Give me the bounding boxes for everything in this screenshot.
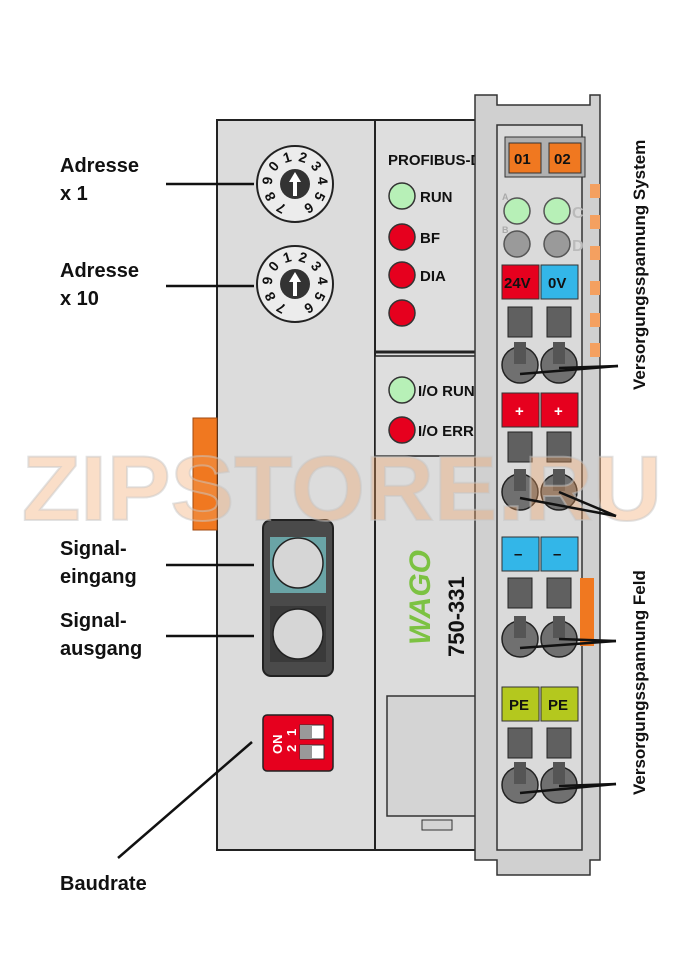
leader-feld-2 xyxy=(558,490,617,518)
dip-num-1: 1 xyxy=(284,729,299,736)
led-run xyxy=(388,182,416,210)
watermark: ZIPSTORE.RU xyxy=(22,438,662,540)
led-bf-label: BF xyxy=(420,230,440,247)
led-io-err-label: I/O ERR xyxy=(418,423,474,440)
leader-baudrate xyxy=(117,741,253,859)
terminal-pe-1-label: PE xyxy=(509,697,529,714)
led-io-run-label: I/O RUN xyxy=(418,383,475,400)
terminal-plus-2-label: + xyxy=(554,403,563,420)
label-versorgung-feld: Versorgungsspannung Feld xyxy=(630,570,649,795)
terminal-24v-label: 24V xyxy=(504,275,531,292)
label-signal-eingang-line2: eingang xyxy=(60,566,137,588)
terminal-minus-1-label: – xyxy=(514,546,522,563)
signal-output-port[interactable] xyxy=(272,608,324,660)
label-adresse-x10-line2: x 10 xyxy=(60,288,99,310)
dip-on-label: ON xyxy=(270,735,285,755)
terminal-pe-2[interactable] xyxy=(540,686,579,722)
leader-feld-3 xyxy=(519,639,617,650)
led-io-run xyxy=(388,376,416,404)
terminal-24v[interactable] xyxy=(501,264,540,300)
label-versorgung-system: Versorgungsspannung System xyxy=(630,140,649,390)
label-signal-eingang-line1: Signal- xyxy=(60,538,127,560)
led-run-label: RUN xyxy=(420,189,453,206)
label-slot xyxy=(386,695,484,817)
bottom-notch xyxy=(421,819,453,831)
leader-feld-4 xyxy=(558,637,617,643)
label-signal-ausgang-line2: ausgang xyxy=(60,638,142,660)
rotary-x1-digit: 4 xyxy=(314,176,331,186)
rotary-x10-digit: 9 xyxy=(259,276,276,286)
led-unlabeled xyxy=(388,299,416,327)
terminal-plus-1-label: + xyxy=(515,403,524,420)
terminal-01[interactable] xyxy=(508,142,542,174)
terminal-plus-2[interactable] xyxy=(540,392,579,428)
terminal-pe-1[interactable] xyxy=(501,686,540,722)
led-io-err xyxy=(388,416,416,444)
terminal-pe-2-label: PE xyxy=(548,697,568,714)
led-d xyxy=(543,230,571,258)
terminal-minus-1[interactable] xyxy=(501,536,540,572)
side-letter-a: A xyxy=(502,192,509,202)
label-adresse-x10-line1: Adresse xyxy=(60,260,139,282)
part-number: 750-331 xyxy=(444,576,469,657)
dip-num-2: 2 xyxy=(284,745,299,752)
side-letter-b: B xyxy=(502,225,509,235)
orange-latch xyxy=(192,417,218,531)
terminal-01-label: 01 xyxy=(514,151,531,168)
rotary-switch-x10[interactable] xyxy=(256,245,334,323)
module-header: PROFIBUS-DP xyxy=(388,152,491,169)
terminal-minus-2-label: – xyxy=(553,546,561,563)
leader-system-2 xyxy=(558,364,619,370)
terminal-02-label: 02 xyxy=(554,151,571,168)
led-dia xyxy=(388,261,416,289)
label-baudrate: Baudrate xyxy=(60,873,147,895)
side-letter-c: C xyxy=(572,205,584,222)
terminal-0v[interactable] xyxy=(540,264,579,300)
label-adresse-x1-line2: x 1 xyxy=(60,183,88,205)
leader-pe-2 xyxy=(558,782,617,788)
label-signal-ausgang-line1: Signal- xyxy=(60,610,127,632)
terminal-02[interactable] xyxy=(548,142,582,174)
side-letter-d: D xyxy=(572,238,584,255)
terminal-plus-1[interactable] xyxy=(501,392,540,428)
led-bf xyxy=(388,223,416,251)
led-b xyxy=(503,230,531,258)
wago-logo: WAGO xyxy=(404,550,437,645)
terminal-minus-2[interactable] xyxy=(540,536,579,572)
leader-feld-1 xyxy=(519,496,617,518)
rotary-x10-digit: 4 xyxy=(314,276,331,286)
signal-input-port[interactable] xyxy=(272,537,324,589)
rotary-x1-digit: 9 xyxy=(259,176,276,186)
clamp-pair-plus[interactable] xyxy=(501,469,578,511)
label-adresse-x1-line1: Adresse xyxy=(60,155,139,177)
led-a xyxy=(503,197,531,225)
led-dia-label: DIA xyxy=(420,268,446,285)
led-c xyxy=(543,197,571,225)
terminal-0v-label: 0V xyxy=(548,275,566,292)
orange-side-marker xyxy=(580,578,594,646)
rotary-switch-x1[interactable] xyxy=(256,145,334,223)
